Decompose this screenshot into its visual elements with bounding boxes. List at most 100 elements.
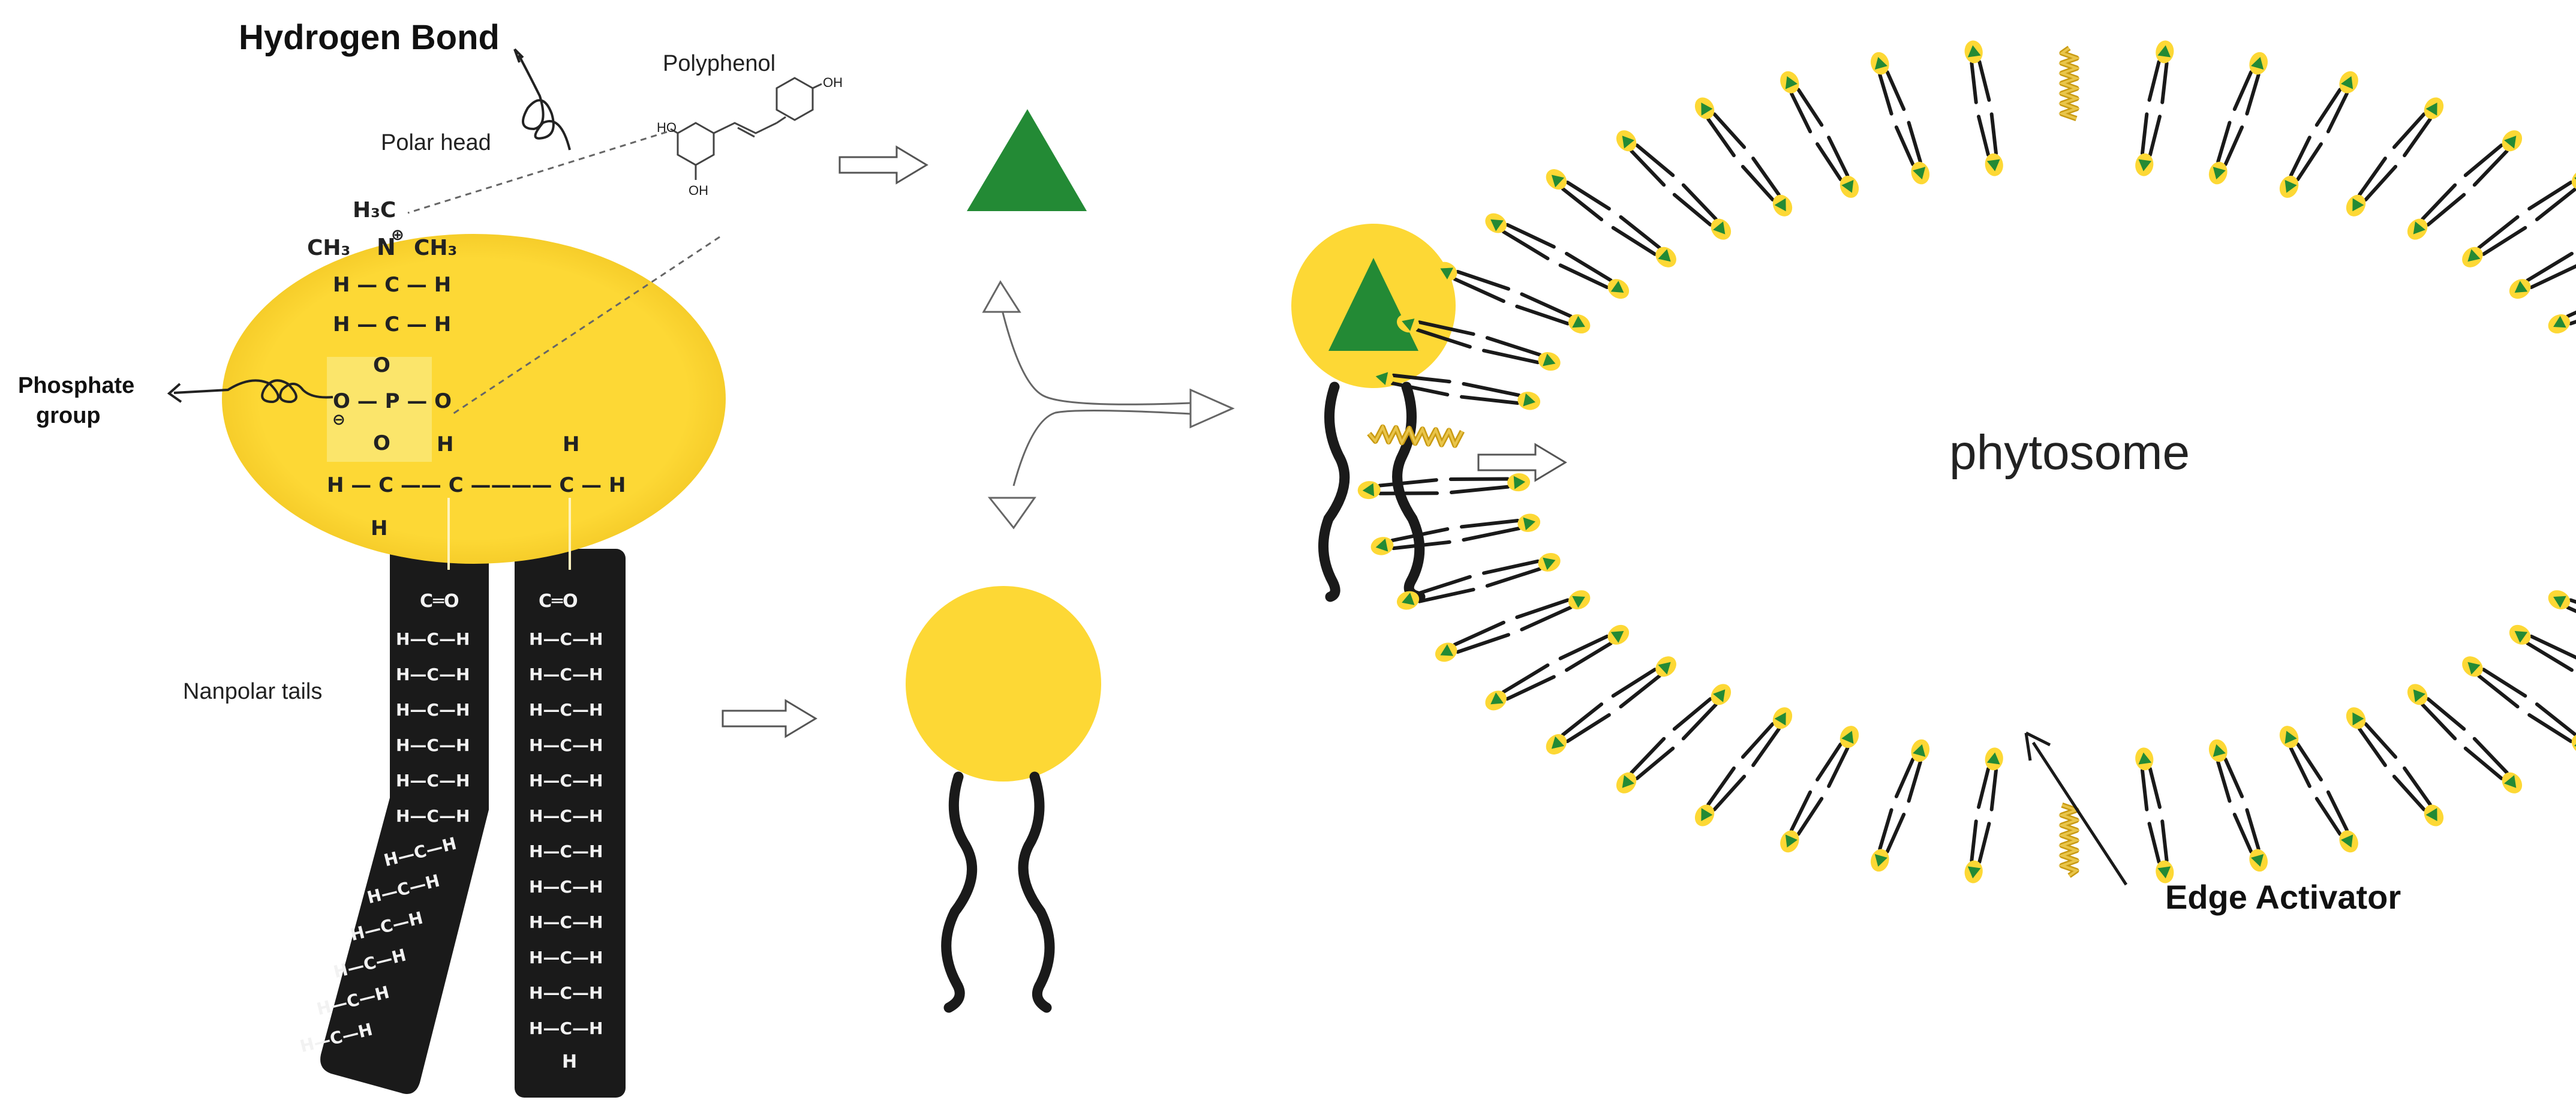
tail-right-ch2-row: H—C—H xyxy=(529,629,603,649)
tail-right-ch2-row: H—C—H xyxy=(529,912,603,932)
polyphenol-oh-bond-right xyxy=(812,83,822,89)
outer-lipid-tail xyxy=(1635,746,1675,780)
chem-row-ch2-1: H — C — H xyxy=(333,273,451,297)
arrow-to-empty-head xyxy=(722,699,817,738)
inner-lipid-tail xyxy=(1482,348,1540,365)
chem-glycerol-row: H — C —— C ———— C — H xyxy=(327,473,626,497)
outer-lipid-head-triangle xyxy=(1402,318,1415,331)
tail-right-ch2-row: H—C—H xyxy=(529,665,603,684)
nonpolar-tail-right xyxy=(515,549,626,1098)
inner-lipid-tail xyxy=(1515,598,1570,620)
nonpolar-tails-label: Nanpolar tails xyxy=(183,679,322,704)
outer-lipid-tail xyxy=(1712,112,1747,149)
phosphate-group-label-line2: group xyxy=(36,403,101,428)
inner-lipid-head-triangle xyxy=(2514,630,2528,643)
empty-head-tail-left xyxy=(941,771,977,1013)
inner-lipid-tail xyxy=(1485,567,1542,588)
inner-lipid-tail xyxy=(1462,527,1521,542)
outer-lipid-tail xyxy=(1796,88,1824,127)
bilayer-unit xyxy=(2509,251,2576,299)
outer-lipid-head-triangle xyxy=(1551,736,1565,749)
outer-lipid-head-triangle xyxy=(1874,854,1888,867)
polyphenol-label: Polyphenol xyxy=(663,51,775,76)
inner-lipid-tail xyxy=(1977,115,1991,157)
arrow-to-phytosome xyxy=(1477,443,1567,482)
branch-arrow-upper xyxy=(999,302,1191,405)
inner-lipid-tail xyxy=(1672,193,1712,227)
bilayer-unit xyxy=(1485,213,1630,299)
outer-lipid-head-triangle xyxy=(1551,175,1565,188)
inner-lipid-head-triangle xyxy=(1774,198,1786,212)
polar-head-label: Polar head xyxy=(381,130,491,155)
edge-activator-chain-highlight xyxy=(1368,424,1463,449)
outer-lipid-head-triangle xyxy=(2503,775,2517,788)
inner-lipid-tail xyxy=(1459,395,1520,405)
bilayer-unit xyxy=(1370,513,1541,555)
outer-lipid-tail xyxy=(2147,822,2161,864)
outer-lipid-head-triangle xyxy=(1490,219,1504,232)
inner-lipid-tail xyxy=(1611,668,1657,698)
inner-lipid-tail xyxy=(2289,136,2312,178)
chem-oxygen-top: O xyxy=(373,353,390,377)
outer-lipid-tail xyxy=(2245,73,2261,116)
polyphenol-double-bond xyxy=(737,127,755,138)
edge-activator-chain-highlight xyxy=(2058,47,2081,120)
loaded-phospholipid xyxy=(1291,224,1456,602)
outer-lipid-head-triangle xyxy=(1440,644,1454,656)
bilayer-unit xyxy=(2058,46,2081,122)
inner-lipid-head-triangle xyxy=(2138,159,2152,172)
inner-lipid-tail xyxy=(2223,758,2244,798)
inner-lipid-tail xyxy=(2358,157,2387,197)
outer-lipid-tail xyxy=(2232,70,2253,111)
outer-lipid-head-triangle xyxy=(1785,76,1798,89)
inner-lipid-tail xyxy=(1619,215,1661,250)
outer-lipid-tail xyxy=(1456,270,1511,291)
inner-lipid-tail xyxy=(2481,226,2527,256)
phosphate-highlight xyxy=(327,357,432,462)
inner-lipid-head-triangle xyxy=(1841,731,1854,744)
outer-lipid-head-triangle xyxy=(1967,45,1981,58)
outer-lipid-tail xyxy=(2315,797,2342,836)
inner-lipid-head-triangle xyxy=(1572,315,1585,328)
bilayer-unit xyxy=(1396,314,1561,371)
phosphate-arrowhead xyxy=(167,383,182,403)
outer-lipid-tail xyxy=(2147,59,2161,102)
inner-lipid-tail xyxy=(1449,485,1510,494)
inner-lipid-tail xyxy=(2421,183,2457,221)
outer-lipid-tail xyxy=(1378,491,1439,495)
bilayer-unit xyxy=(1485,624,1630,711)
inner-lipid-tail xyxy=(2296,742,2323,782)
tail-right-chemistry: C═O H—C—HH—C—HH—C—HH—C—HH—C—HH—C—HH—C—HH… xyxy=(529,591,603,1072)
chem-n-plus: ⊕ xyxy=(391,226,404,244)
polyphenol-link xyxy=(776,116,786,124)
outer-lipid-tail xyxy=(1790,92,1812,134)
inner-lipid-tail xyxy=(2364,722,2398,759)
inner-lipid-head-triangle xyxy=(1774,712,1786,726)
inner-lipid-head-triangle xyxy=(1610,281,1624,293)
chem-glycerol-h-bottom: H xyxy=(371,516,387,540)
inner-lipid-head-triangle xyxy=(1713,689,1726,702)
outer-lipid-head-triangle xyxy=(1701,808,1713,821)
bilayer-unit xyxy=(1694,97,1793,217)
outer-lipid-head-triangle xyxy=(2340,834,2353,847)
inner-lipid-tail xyxy=(1827,746,1850,788)
hydrogen-bond-arrowhead xyxy=(513,48,524,63)
outer-lipid-tail xyxy=(2232,813,2253,853)
outer-lipid-tail xyxy=(1391,373,1451,384)
edge-activator-chain-highlight xyxy=(2058,804,2081,877)
bilayer-unit xyxy=(1694,707,1793,827)
inner-lipid-head-triangle xyxy=(2467,249,2481,262)
inner-lipid-tail xyxy=(2216,760,2232,803)
outer-lipid-tail xyxy=(1712,774,1747,812)
outer-lipid-tail xyxy=(2160,819,2169,862)
tail-right-ch2-row: H—C—H xyxy=(529,983,603,1003)
dashed-link-amine xyxy=(407,131,668,214)
bilayer-unit xyxy=(1616,130,1732,240)
inner-lipid-tail xyxy=(1462,381,1521,397)
inner-lipid-tail xyxy=(2296,142,2323,182)
tail-left-ch2-row: H—C—H xyxy=(396,629,470,649)
outer-lipid-head-triangle xyxy=(1701,103,1713,116)
outer-lipid-tail xyxy=(1630,149,1666,187)
outer-lipid-tail xyxy=(1390,527,1450,543)
